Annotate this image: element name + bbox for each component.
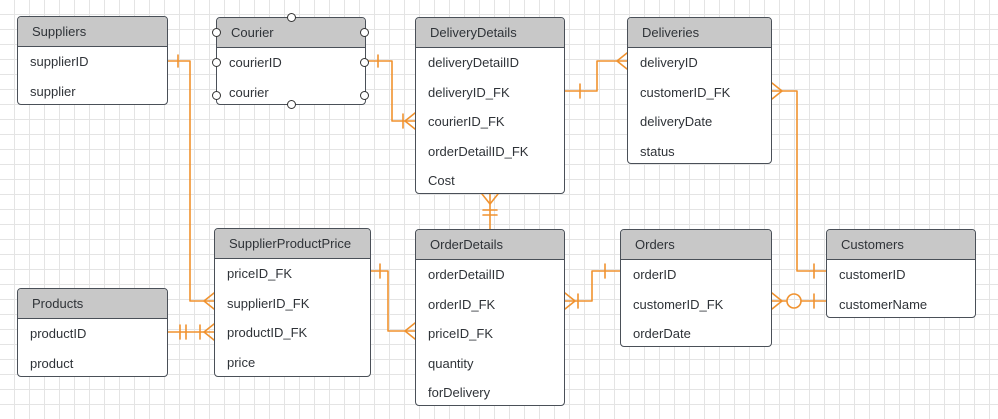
field-productid-fk[interactable]: productID_FK bbox=[227, 325, 308, 340]
resize-handle-left-mid[interactable] bbox=[212, 58, 221, 67]
entity-title: Customers bbox=[827, 230, 975, 260]
field-price[interactable]: price bbox=[227, 354, 256, 370]
field-deliverydetailid[interactable]: deliveryDetailID bbox=[428, 55, 520, 70]
resize-handle-right-top[interactable] bbox=[360, 28, 369, 37]
entity-deliverydetails[interactable]: DeliveryDetails deliveryDetailID deliver… bbox=[415, 17, 565, 194]
entity-courier[interactable]: Courier courierID courier bbox=[212, 13, 369, 109]
entity-suppliers[interactable]: Suppliers supplierID supplier bbox=[17, 16, 168, 105]
connector-orderdetails-orders[interactable] bbox=[564, 263, 621, 310]
field-supplierid[interactable]: supplierID bbox=[30, 54, 89, 69]
connector-products-supplierproductprice[interactable] bbox=[167, 323, 215, 341]
entity-title: Courier bbox=[217, 18, 365, 48]
connector-suppliers-supplierproductprice[interactable] bbox=[167, 54, 215, 310]
field-cost[interactable]: Cost bbox=[428, 173, 455, 188]
resize-handle-bottom[interactable] bbox=[287, 100, 296, 109]
field-orderid[interactable]: orderID bbox=[633, 267, 677, 282]
entity-deliveries[interactable]: Deliveries deliveryID customerID_FK deli… bbox=[627, 17, 772, 164]
entity-supplierproductprice[interactable]: SupplierProductPrice priceID_FK supplier… bbox=[214, 228, 371, 377]
entity-title: SupplierProductPrice bbox=[215, 229, 370, 259]
field-supplier[interactable]: supplier bbox=[30, 83, 76, 99]
entity-products[interactable]: Products productID product bbox=[17, 288, 168, 377]
field-customername[interactable]: customerName bbox=[839, 296, 928, 312]
field-deliverydate[interactable]: deliveryDate bbox=[640, 114, 713, 129]
entity-title: Suppliers bbox=[18, 17, 167, 47]
field-supplierid-fk[interactable]: supplierID_FK bbox=[227, 295, 310, 311]
field-product[interactable]: product bbox=[30, 355, 74, 371]
connector-deliverydetails-orderdetails[interactable] bbox=[481, 193, 499, 230]
field-quantity[interactable]: quantity bbox=[428, 355, 474, 371]
field-deliveryid[interactable]: deliveryID bbox=[640, 55, 698, 70]
resize-handle-left-bottom[interactable] bbox=[212, 91, 221, 100]
field-fordelivery[interactable]: forDelivery bbox=[428, 385, 491, 400]
entity-customers[interactable]: Customers customerID customerName bbox=[826, 229, 976, 318]
field-orderdate[interactable]: orderDate bbox=[633, 326, 691, 341]
entity-title: OrderDetails bbox=[416, 230, 564, 260]
field-orderdetailid-fk[interactable]: orderDetailID_FK bbox=[428, 143, 529, 159]
connector-deliveries-customers[interactable] bbox=[771, 82, 827, 279]
field-courierid[interactable]: courierID bbox=[229, 55, 282, 70]
field-productid[interactable]: productID bbox=[30, 326, 87, 341]
resize-handle-right-bottom[interactable] bbox=[360, 91, 369, 100]
resize-handle-left-top[interactable] bbox=[212, 28, 221, 37]
connector-courier-deliverydetails[interactable] bbox=[365, 54, 416, 130]
resize-handle-top[interactable] bbox=[287, 13, 296, 22]
field-customerid-fk[interactable]: customerID_FK bbox=[640, 84, 731, 100]
connector-orders-customers[interactable] bbox=[771, 292, 827, 310]
entity-orders[interactable]: Orders orderID customerID_FK orderDate bbox=[620, 229, 772, 347]
entity-title: Products bbox=[18, 289, 167, 319]
field-status[interactable]: status bbox=[640, 143, 675, 159]
field-courier[interactable]: courier bbox=[229, 84, 269, 100]
field-priceid-fk[interactable]: priceID_FK bbox=[227, 266, 293, 281]
entity-title: Orders bbox=[621, 230, 771, 260]
field-courierid-fk[interactable]: courierID_FK bbox=[428, 114, 505, 129]
field-orderdetailid[interactable]: orderDetailID bbox=[428, 267, 505, 282]
entity-title: DeliveryDetails bbox=[416, 18, 564, 48]
connector-supplierproductprice-orderdetails[interactable] bbox=[370, 263, 416, 340]
entity-orderdetails[interactable]: OrderDetails orderDetailID orderID_FK pr… bbox=[415, 229, 565, 406]
connector-deliverydetails-deliveries[interactable] bbox=[564, 52, 628, 99]
field-deliveryid-fk[interactable]: deliveryID_FK bbox=[428, 84, 510, 100]
entity-title: Deliveries bbox=[628, 18, 771, 48]
field-customerid-fk[interactable]: customerID_FK bbox=[633, 296, 724, 312]
field-customerid[interactable]: customerID bbox=[839, 267, 906, 282]
resize-handle-right-mid[interactable] bbox=[360, 58, 369, 67]
field-orderid-fk[interactable]: orderID_FK bbox=[428, 296, 496, 312]
field-priceid-fk[interactable]: priceID_FK bbox=[428, 326, 494, 341]
